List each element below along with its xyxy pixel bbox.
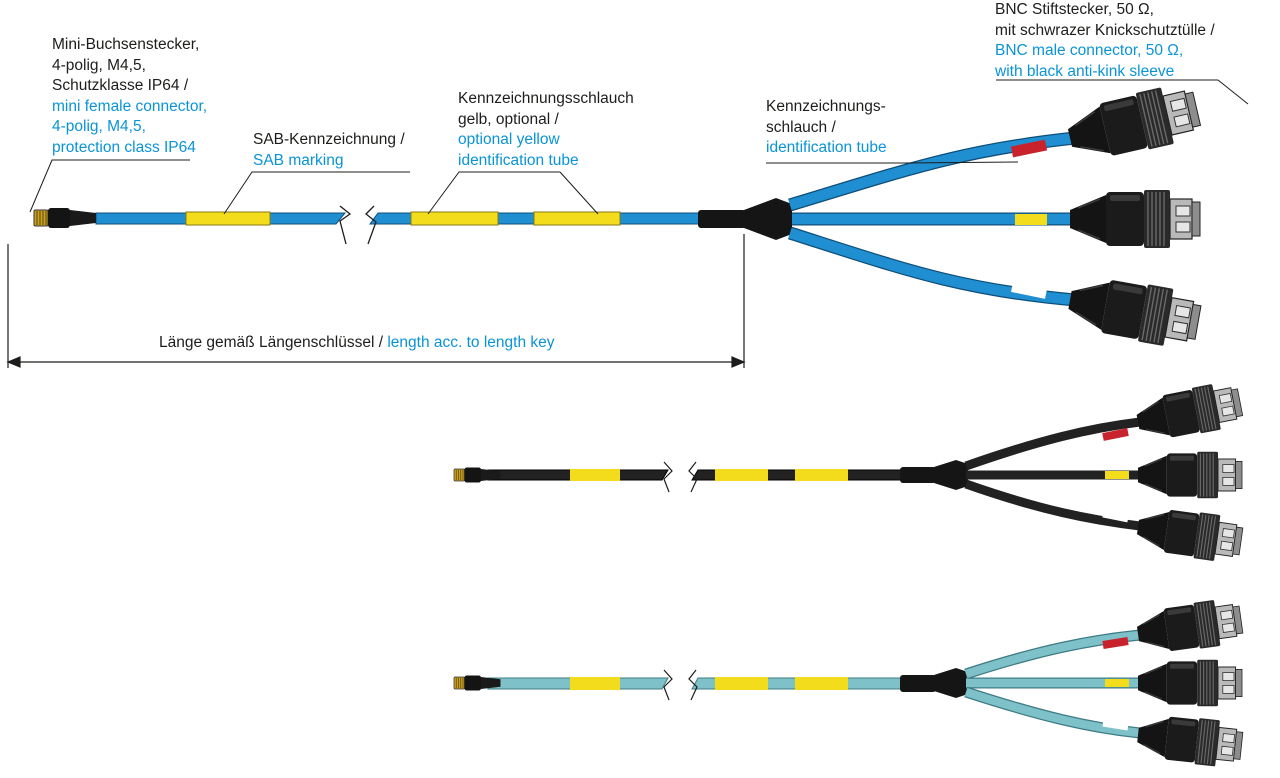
label-bnc-connector: BNC Stiftstecker, 50 Ω, mit schwrazer Kn… <box>995 1 1215 80</box>
bnc-connector <box>1137 451 1243 499</box>
bnc-connector <box>1069 189 1201 249</box>
length-dimension <box>6 234 746 368</box>
bnc-connector <box>1062 79 1204 168</box>
leader-lines <box>29 79 1249 215</box>
label-length: Länge gemäß Längenschlüssel / length acc… <box>156 334 558 352</box>
bnc-connector <box>1134 595 1245 658</box>
label-mini-connector: Mini-Buchsenstecker, 4-polig, M4,5, Schu… <box>52 36 208 156</box>
bnc-connector <box>1134 503 1245 566</box>
yellow-id-tube <box>410 211 499 226</box>
bnc-connector <box>1064 270 1204 352</box>
bnc-connector <box>1137 659 1243 707</box>
sab-marking-tube <box>185 211 271 226</box>
bnc-connector <box>1134 711 1245 770</box>
mini-female-connector <box>33 207 97 229</box>
label-yellow-id-tube: Kennzeichnungsschlauch gelb, optional / … <box>458 90 634 169</box>
yellow-id-tube <box>533 211 621 226</box>
splitter-sleeve <box>698 210 746 228</box>
variant-blue-cable <box>33 79 1204 352</box>
bnc-connector <box>1132 378 1246 446</box>
label-id-tube: Kennzeichnungs- schlauch / identificatio… <box>766 98 887 156</box>
variant-teal-cable <box>453 595 1245 770</box>
variant-black-cable <box>453 378 1246 566</box>
label-sab-marking: SAB-Kennzeichnung / SAB marking <box>253 131 405 169</box>
